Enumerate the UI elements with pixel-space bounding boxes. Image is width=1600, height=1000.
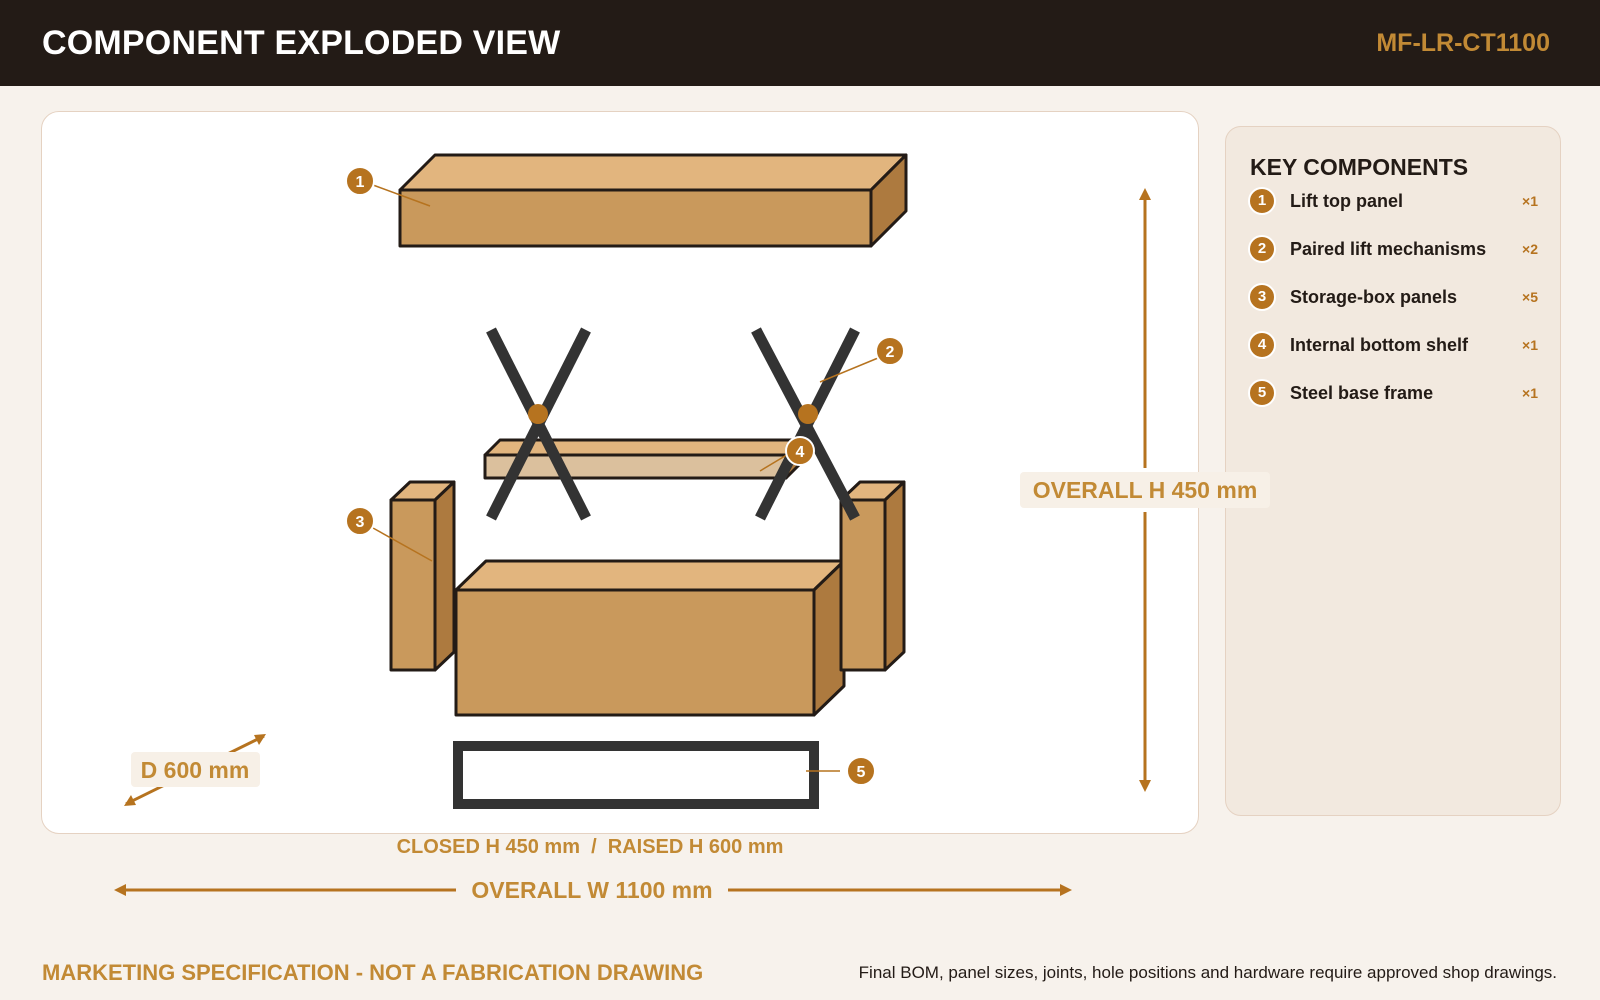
lift-top-panel [398, 153, 908, 248]
callout-4: 4 [785, 436, 815, 466]
svg-text:1: 1 [356, 174, 365, 191]
svg-text:4: 4 [796, 444, 805, 461]
key-item-lift-top-panel: 1 Lift top panel ×1 [1248, 187, 1538, 219]
callout-5: 5 [846, 756, 876, 786]
key-item-label: Internal bottom shelf [1290, 335, 1469, 355]
header-bar: COMPONENT EXPLODED VIEW MF-LR-CT1100 [0, 0, 1600, 86]
svg-text:3: 3 [356, 514, 365, 531]
closed-raised-height-label: CLOSED H 450 mm / RAISED H 600 mm [397, 836, 784, 858]
lift-mechanism-pivot [798, 404, 818, 424]
svg-text:5: 5 [857, 764, 866, 781]
key-item-qty: ×1 [1522, 193, 1538, 209]
key-item-qty: ×1 [1522, 385, 1538, 401]
key-item-number: 5 [1248, 379, 1276, 407]
key-item-number: 3 [1248, 283, 1276, 311]
svg-text:2: 2 [886, 344, 895, 361]
key-item-steel-base-frame: 5 Steel base frame ×1 [1248, 379, 1538, 411]
callout-2: 2 [875, 336, 905, 366]
lift-mechanism-left [486, 327, 591, 521]
lift-mechanism-right [751, 327, 860, 521]
lift-mechanism-pivot [528, 404, 548, 424]
key-item-storage-box-panels: 3 Storage-box panels ×5 [1248, 283, 1538, 315]
depth-label: D 600 mm [141, 757, 250, 783]
storage-box-side-panel-left [389, 480, 456, 672]
storage-box-side-panel-right [839, 480, 906, 672]
overall-width-dimension: OVERALL W 1100 mm [114, 877, 1072, 903]
key-item-qty: ×2 [1522, 241, 1538, 257]
overall-width-label: OVERALL W 1100 mm [471, 877, 712, 903]
overall-height-dimension: OVERALL H 450 mm [1020, 188, 1270, 792]
product-code: MF-LR-CT1100 [1376, 29, 1550, 57]
key-item-number: 1 [1248, 187, 1276, 215]
key-item-label: Steel base frame [1290, 383, 1434, 403]
key-item-internal-bottom-shelf: 4 Internal bottom shelf ×1 [1248, 331, 1538, 363]
key-item-lift-mechanisms: 2 Paired lift mechanisms ×2 [1248, 235, 1538, 267]
key-item-qty: ×1 [1522, 337, 1538, 353]
key-components-panel: KEY COMPONENTS 1 Lift top panel ×1 2 Pai… [1225, 126, 1561, 816]
callout-leaders [372, 184, 879, 772]
key-item-number: 4 [1248, 331, 1276, 359]
footer-note: Final BOM, panel sizes, joints, hole pos… [858, 963, 1557, 982]
overall-height-label: OVERALL H 450 mm [1033, 477, 1258, 503]
key-item-qty: ×5 [1522, 289, 1538, 305]
key-components-title: KEY COMPONENTS [1250, 154, 1469, 180]
steel-base-frame [453, 741, 819, 809]
key-item-label: Storage-box panels [1290, 287, 1458, 307]
depth-dimension: D 600 mm [124, 734, 266, 806]
callout-3: 3 [345, 506, 375, 536]
disclaimer-text: MARKETING SPECIFICATION - NOT A FABRICAT… [42, 960, 704, 985]
page-title: COMPONENT EXPLODED VIEW [42, 24, 561, 62]
callout-1: 1 [345, 166, 375, 196]
key-item-label: Paired lift mechanisms [1290, 239, 1487, 259]
storage-box-body [454, 559, 846, 717]
key-item-label: Lift top panel [1290, 191, 1403, 211]
key-item-number: 2 [1248, 235, 1276, 263]
